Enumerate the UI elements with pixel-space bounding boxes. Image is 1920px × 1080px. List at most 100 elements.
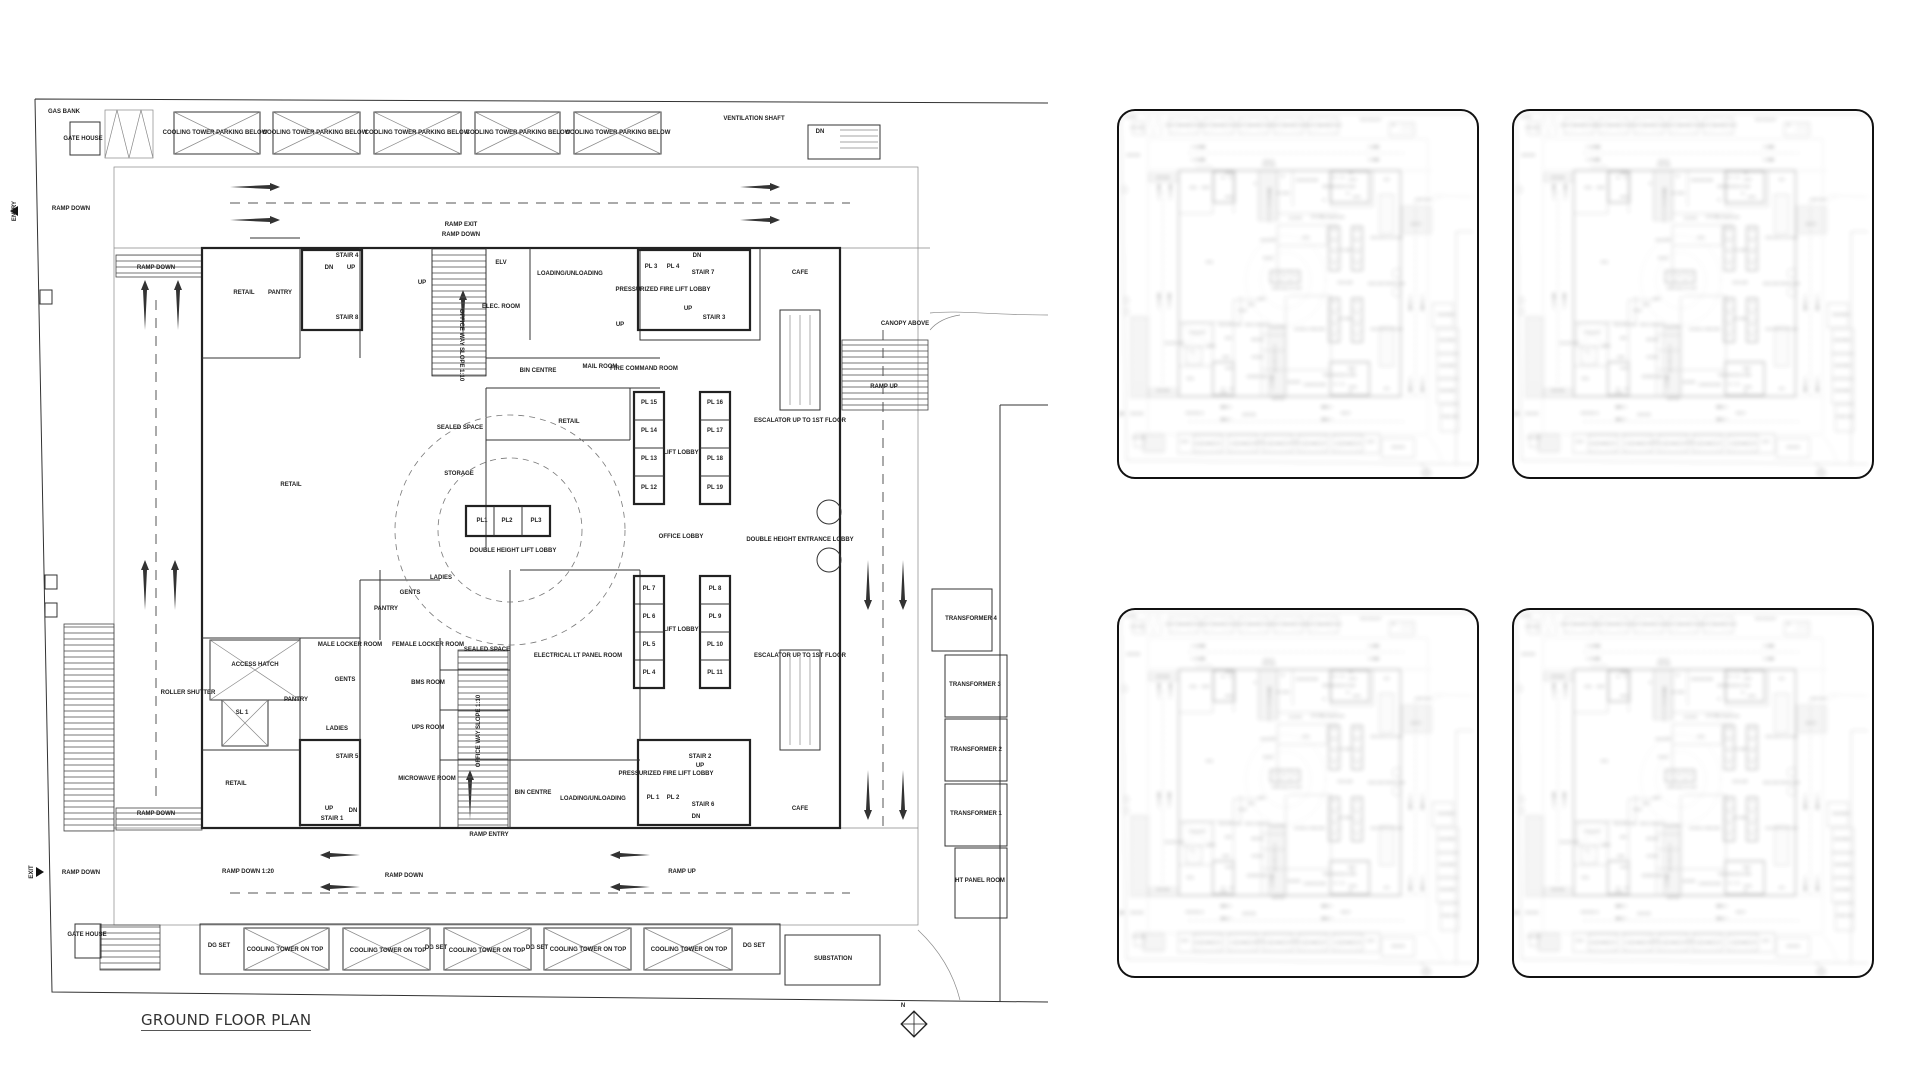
room-label: HT PANEL ROOM [955, 878, 1005, 884]
driveway-outline [113, 166, 919, 926]
room-label: SUBSTATION [814, 956, 852, 962]
room-label: OFFICE WAY SLOPE 1:10 [476, 694, 482, 767]
thumbnail-4[interactable] [1512, 608, 1874, 978]
room-label: PL 7 [643, 586, 656, 592]
room-label: TRANSFORMER 2 [950, 747, 1002, 753]
room-label: COOLING TOWER ON TOP [350, 948, 426, 954]
room-label: ROLLER SHUTTER [161, 690, 216, 696]
room-label: PL 3 [645, 264, 658, 270]
room-label: COOLING TOWER ON TOP [247, 947, 323, 953]
room-label: UP [684, 306, 692, 312]
room-label: TRANSFORMER 4 [945, 616, 997, 622]
room-label: UP [418, 280, 426, 286]
room-label: DN [693, 253, 702, 259]
room-label: BIN CENTRE [520, 368, 557, 374]
room-label: DG SET [743, 943, 766, 949]
room-label: LADIES [430, 575, 452, 581]
room-label: DG SET [208, 943, 231, 949]
room-label: COOLING TOWER PARKING BELOW [163, 130, 268, 136]
room-label: COOLING TOWER PARKING BELOW [466, 130, 571, 136]
room-label: SEALED SPACE [437, 425, 483, 431]
lift-core-lower [632, 574, 732, 690]
room-label: OFFICE WAY SLOPE 1:10 [458, 309, 464, 382]
room-label: DN [349, 808, 358, 814]
thumbnail-plan-preview [1514, 611, 1869, 976]
room-label: PL 17 [707, 428, 724, 434]
entry-arrow-icon [10, 206, 18, 216]
room-label: ESCALATOR UP TO 1ST FLOOR [754, 418, 847, 424]
room-labels: GAS BANK GATE HOUSE COOLING TOWER PARKING … [12, 109, 1005, 1009]
room-label: COOLING TOWER PARKING BELOW [566, 130, 671, 136]
escalator-upper [779, 309, 821, 411]
room-label: PL 18 [707, 456, 724, 462]
room-label: N [901, 1003, 905, 1009]
plan-title: GROUND FLOOR PLAN [141, 1011, 312, 1031]
room-label: RAMP EXIT [445, 222, 478, 228]
room-label: PL 16 [707, 400, 724, 406]
room-label: MAIL ROOM [583, 364, 618, 370]
room-label: PANTRY [284, 697, 308, 703]
room-label: PL 13 [641, 456, 658, 462]
room-label: PL 15 [641, 400, 658, 406]
room-label: OFFICE LOBBY [659, 534, 704, 540]
room-label: SL 1 [236, 710, 249, 716]
room-label: STAIR 6 [692, 802, 715, 808]
room-label: COOLING TOWER ON TOP [651, 947, 727, 953]
dashed-arc [394, 414, 626, 646]
room-label: STORAGE [444, 471, 474, 477]
room-label: PL 14 [641, 428, 658, 434]
room-label: RAMP ENTRY [469, 832, 508, 838]
room-label: MICROWAVE ROOM [398, 776, 456, 782]
room-label: PL 4 [667, 264, 680, 270]
room-label: ELECTRICAL LT PANEL ROOM [534, 653, 622, 659]
room-label: STAIR 7 [692, 270, 715, 276]
room-label: PL 5 [643, 642, 656, 648]
site-boundary [34, 98, 1049, 1003]
room-label: PL1 [476, 518, 488, 524]
north-arrow-icon [900, 1010, 928, 1038]
room-label: DOUBLE HEIGHT LIFT LOBBY [470, 548, 557, 554]
room-label: ACCESS HATCH [231, 662, 278, 668]
room-label: PL 11 [707, 670, 723, 676]
room-label: CAFE [792, 806, 808, 812]
room-label: PL3 [530, 518, 542, 524]
room-label: RAMP UP [870, 384, 898, 390]
escalator-lower [779, 649, 821, 751]
room-label: LOADING/UNLOADING [537, 271, 603, 277]
room-label: RAMP UP [668, 869, 696, 875]
building-outline [200, 246, 842, 830]
room-label: PL 12 [641, 485, 658, 491]
room-label: PL 19 [707, 485, 724, 491]
room-label: RETAIL [233, 290, 255, 296]
room-label: PL2 [501, 518, 513, 524]
room-label: UP [616, 322, 624, 328]
thumbnail-1[interactable] [1117, 109, 1479, 479]
room-label: RAMP DOWN [137, 811, 175, 817]
room-label: PL 4 [643, 670, 656, 676]
room-label: GATE HOUSE [67, 932, 106, 938]
ground-floor-plan-drawing: GAS BANK GATE HOUSE COOLING TOWER PARKING … [10, 98, 1049, 1038]
thumbnail-2[interactable] [1512, 109, 1874, 479]
room-label: GAS BANK [48, 109, 81, 115]
room-label: UP [696, 763, 704, 769]
room-label: ELV [495, 260, 506, 266]
room-label: STAIR 8 [336, 315, 359, 321]
room-label: STAIR 4 [336, 253, 359, 259]
room-label: FIRE COMMAND ROOM [610, 366, 678, 372]
thumbnail-plan-preview [1119, 611, 1474, 976]
room-label: STAIR 5 [336, 754, 359, 760]
room-label: LIFT LOBBY [663, 450, 698, 456]
room-label: LADIES [326, 726, 348, 732]
room-label: PANTRY [268, 290, 292, 296]
room-label: DOUBLE HEIGHT ENTRANCE LOBBY [746, 537, 853, 543]
room-label: LOADING/UNLOADING [560, 796, 626, 802]
room-label: UP [347, 265, 355, 271]
room-label: CAFE [792, 270, 808, 276]
room-label: VENTILATION SHAFT [723, 116, 785, 122]
room-label: EXIT [29, 865, 35, 879]
room-label: PL 10 [707, 642, 724, 648]
thumbnail-3[interactable] [1117, 608, 1479, 978]
room-label: RAMP DOWN [385, 873, 423, 879]
room-label: TRANSFORMER 3 [949, 682, 1001, 688]
room-label: RAMP DOWN 1:20 [222, 869, 275, 875]
